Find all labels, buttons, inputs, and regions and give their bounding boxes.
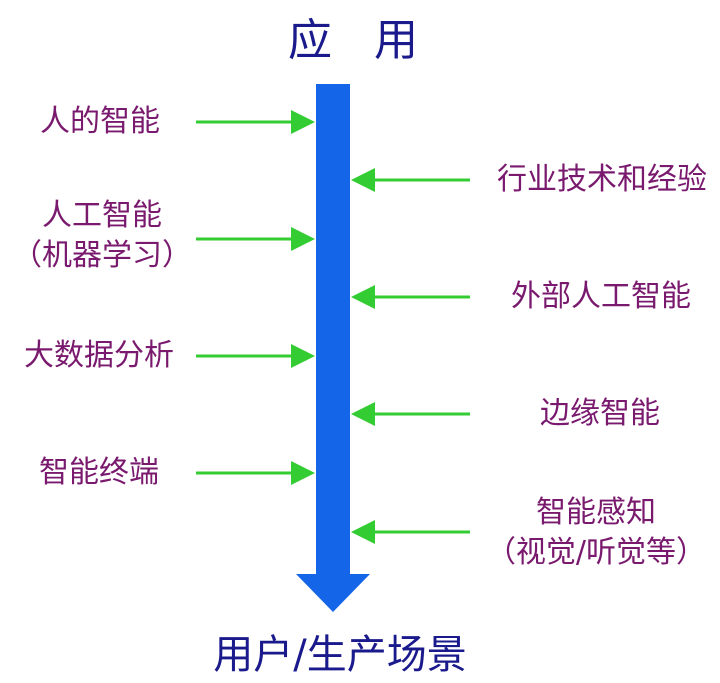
left-label-4-line-1: 智能终端	[39, 455, 159, 490]
left-label-human-intelligence: 人的智能	[30, 102, 170, 142]
left-label-3-line-1: 大数据分析	[24, 338, 174, 373]
right-label-2-line-1: 外部人工智能	[511, 279, 691, 314]
right-label-4-line-2: （视觉/听觉等）	[485, 535, 707, 570]
left-label-2-line-2: （机器学习）	[12, 238, 192, 273]
left-label-big-data: 大数据分析	[14, 336, 184, 376]
bottom-label: 用户/生产场景	[213, 632, 467, 678]
right-label-edge-intelligence: 边缘智能	[520, 394, 680, 434]
left-label-1-line-1: 人的智能	[40, 104, 160, 139]
left-label-2-line-1: 人工智能	[42, 198, 162, 233]
right-label-external-ai: 外部人工智能	[496, 277, 706, 317]
right-label-smart-perception: 智能感知 （视觉/听觉等）	[478, 493, 714, 573]
right-label-4-line-1: 智能感知	[536, 495, 656, 530]
diagram-title: 应 用	[288, 15, 432, 66]
right-label-1-line-1: 行业技术和经验	[497, 162, 707, 197]
left-label-smart-terminal: 智能终端	[24, 453, 174, 493]
right-label-3-line-1: 边缘智能	[540, 396, 660, 431]
main-arrow-shaft	[316, 84, 350, 574]
main-arrow-head	[296, 574, 370, 612]
right-label-industry-experience: 行业技术和经验	[484, 160, 720, 200]
left-label-ai-ml: 人工智能 （机器学习）	[12, 196, 192, 276]
